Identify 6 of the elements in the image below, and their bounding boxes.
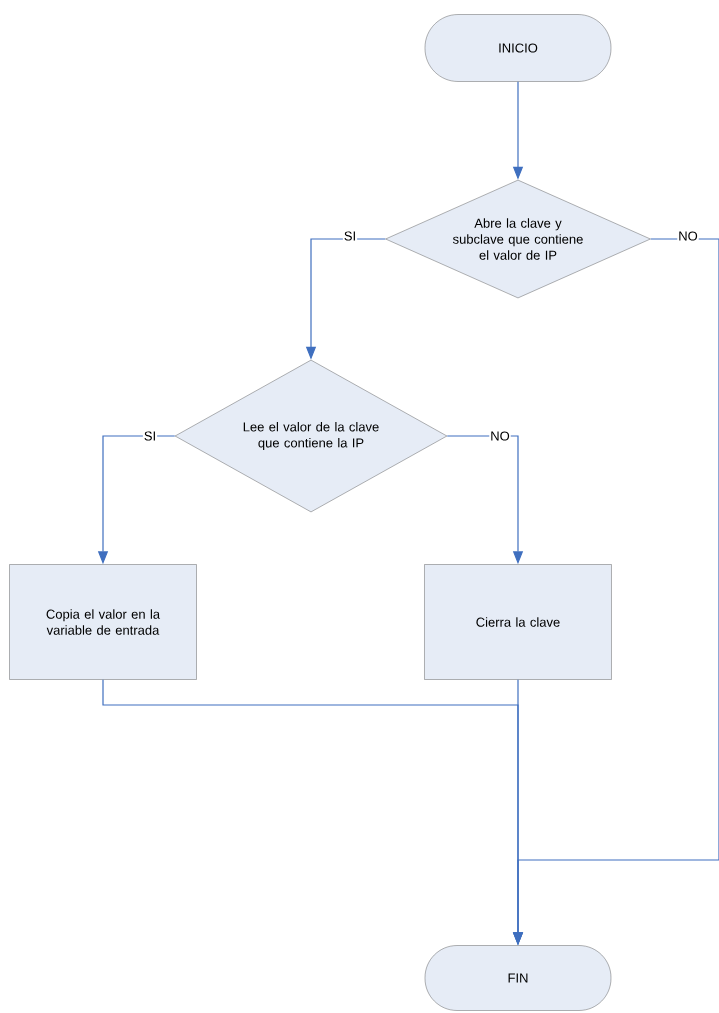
process-box: Copia el valor en la variable de entrada [9,564,197,680]
edge-label: SI [142,430,158,442]
edge-label: SI [342,230,358,242]
edge-label: NO [489,430,511,442]
edge-label: NO [677,230,699,242]
process-box: Cierra la clave [424,564,612,680]
